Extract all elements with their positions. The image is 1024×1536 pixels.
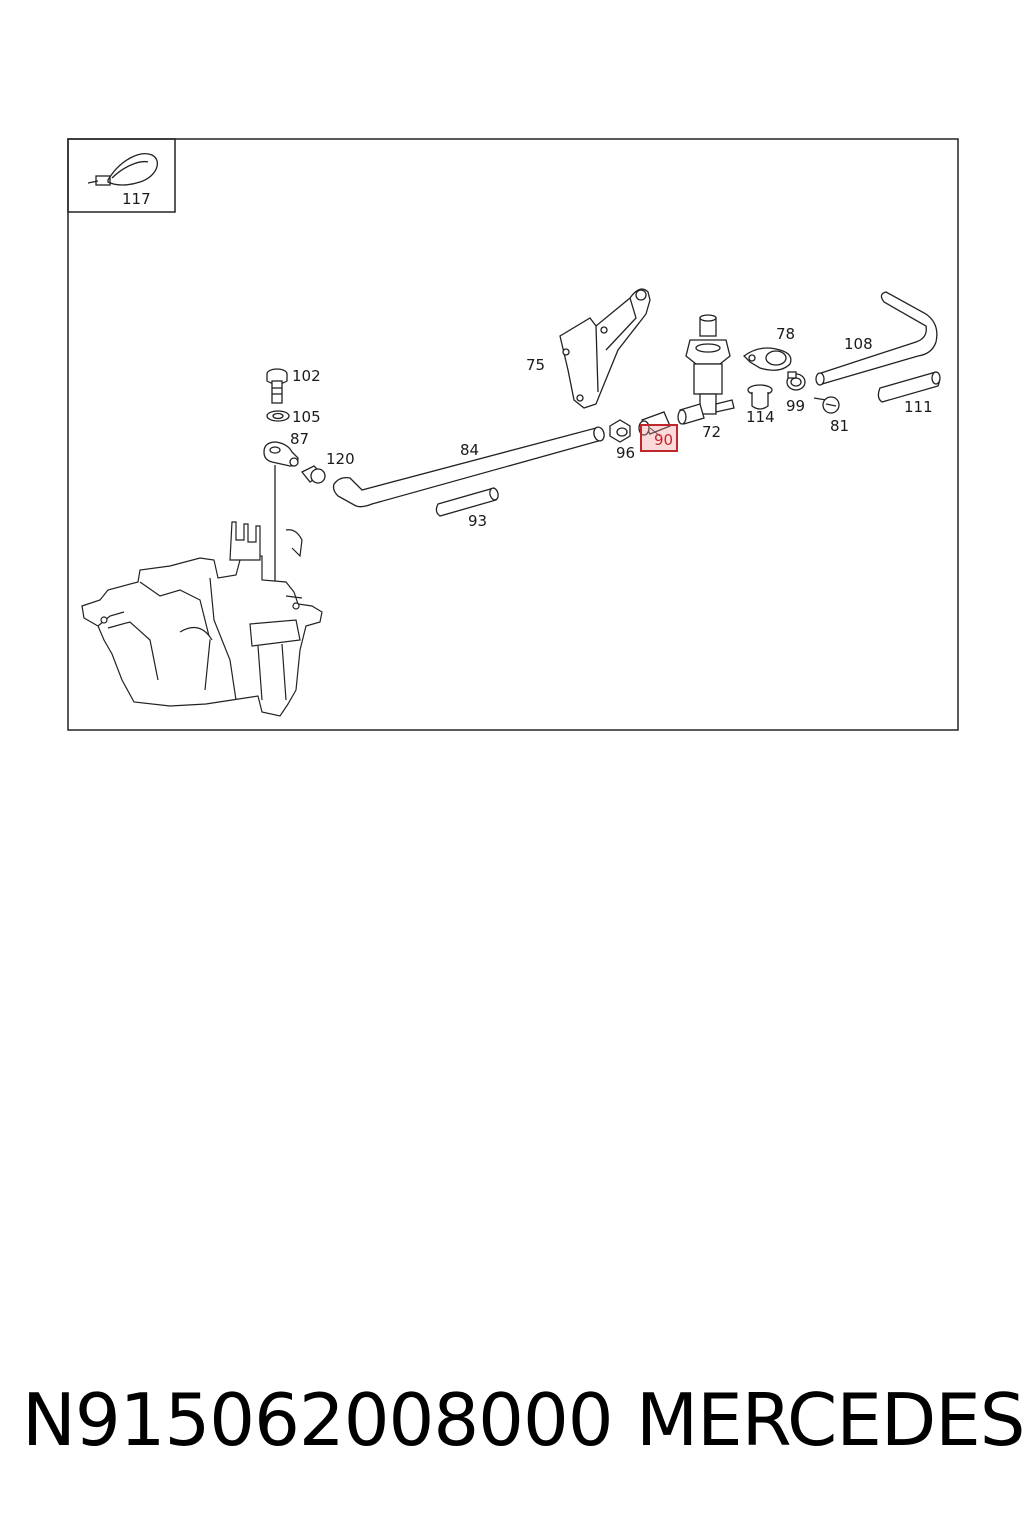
part-114-fitting [747,384,773,410]
callout-87: 87 [290,430,309,448]
part-87-banjo-fitting [263,441,299,467]
callout-75: 75 [526,356,545,374]
inset-box [67,138,176,213]
highlight-box-90 [640,424,678,452]
callout-114: 114 [746,408,775,426]
part-96-nut [609,419,631,443]
diagram-canvas: 117 102 105 87 120 84 93 75 96 90 72 78 … [67,138,959,731]
callout-99: 99 [786,397,805,415]
callout-117: 117 [122,190,151,208]
part-105-seal-ring [266,410,290,422]
callout-84: 84 [460,441,479,459]
part-72-valve [677,314,735,425]
part-number: N915062008000 [22,1378,614,1462]
leader-line-90 [649,427,661,437]
part-81-screw [813,396,840,414]
callout-93: 93 [468,512,487,530]
part-78-clamp [743,347,792,371]
part-102-banjo-bolt [266,368,288,404]
part-93-hose [435,487,499,517]
callout-78: 78 [776,325,795,343]
injection-pump-assembly [81,521,323,717]
callout-102: 102 [292,367,321,385]
part-120-cap [300,465,326,484]
callout-105: 105 [292,408,321,426]
part-99-clamp [786,371,806,391]
part-84-hose [332,426,605,508]
diagram-border [67,138,959,731]
callout-120: 120 [326,450,355,468]
part-111-hose [877,371,941,403]
callout-90: 90 [654,431,673,449]
callout-72: 72 [702,423,721,441]
brand-name: MERCEDES [636,1378,1024,1462]
callout-96: 96 [616,444,635,462]
parts-diagram: 117 102 105 87 120 84 93 75 96 90 72 78 … [0,0,1024,760]
part-108-hose [815,291,938,386]
callout-81: 81 [830,417,849,435]
caption: N915062008000 MERCEDES [0,1370,1024,1480]
callout-108: 108 [844,335,873,353]
callout-111: 111 [904,398,933,416]
part-75-bracket [559,288,651,409]
part-117-cable-tie [87,153,158,186]
